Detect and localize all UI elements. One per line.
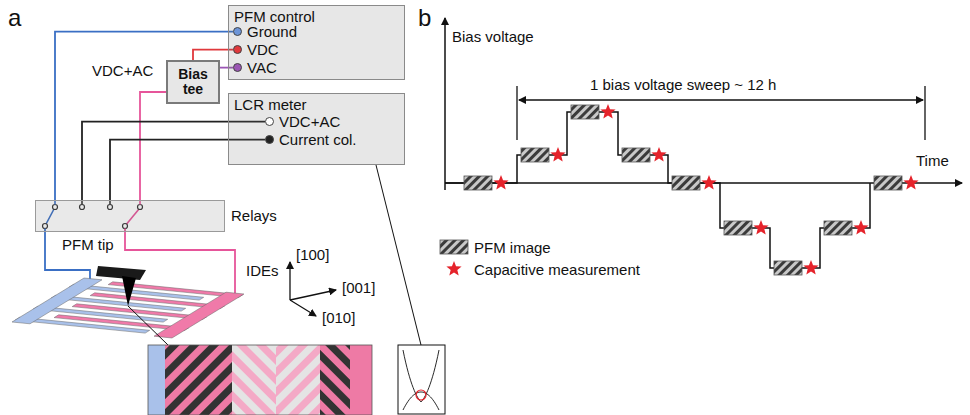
pfm-image-mark — [824, 221, 852, 235]
box-title: Relays — [231, 207, 277, 224]
bias-tee-box: Bias tee — [166, 60, 220, 104]
pfm-image-mark — [774, 261, 802, 275]
domain-strip — [148, 345, 372, 415]
cv-inset — [398, 345, 445, 414]
duration-note: 1 bias voltage sweep ~ 12 h — [590, 76, 776, 93]
wire — [193, 50, 233, 60]
capacitive-mark — [903, 175, 918, 189]
capacitive-mark — [753, 220, 768, 234]
pfm-image-mark — [521, 148, 549, 162]
capacitive-mark — [493, 175, 508, 189]
terminal-name: VAC — [247, 59, 277, 76]
sweep-bracket — [517, 86, 925, 140]
terminal: Current col. — [265, 131, 357, 148]
legend-item: PFM image — [438, 238, 551, 256]
terminal: VDC — [233, 41, 279, 58]
capacitive-mark — [701, 175, 716, 189]
pfm-image-mark — [464, 176, 492, 190]
terminal-dot — [233, 27, 242, 36]
capacitive-mark — [651, 147, 666, 161]
signal-wire — [125, 229, 235, 294]
pfm-image-mark — [622, 148, 650, 162]
zoom-leader — [376, 165, 421, 345]
terminal-dot — [265, 135, 274, 144]
terminal: VAC — [233, 59, 277, 76]
pfm-cantilever — [96, 266, 146, 306]
pfm-image-mark — [571, 105, 599, 119]
electrode — [12, 278, 102, 324]
terminal: Ground — [233, 23, 297, 40]
legend-text: PFM image — [474, 239, 551, 256]
box-title: PFM control — [234, 8, 315, 25]
terminal-name: VDC — [247, 41, 279, 58]
axis-title: Bias voltage — [452, 28, 534, 45]
panel-letter: a — [8, 4, 21, 32]
terminal: VDC+AC — [265, 113, 340, 130]
terminal-dot — [233, 45, 242, 54]
capacitive-mark — [550, 147, 565, 161]
zoom-leader — [128, 306, 168, 345]
axis-title: Time — [916, 152, 949, 169]
legend-hatch-sample — [438, 238, 470, 256]
part-name: PFM tip — [62, 236, 114, 253]
terminal-name: Ground — [247, 23, 297, 40]
capacitive-mark — [803, 260, 818, 274]
signal-name: VDC+AC — [92, 62, 153, 79]
panel-letter: b — [418, 4, 431, 32]
electrode — [154, 292, 244, 338]
legend-star-sample — [438, 260, 470, 278]
legend-item: Capacitive measurement — [438, 260, 640, 278]
legend-text: Capacitive measurement — [474, 261, 640, 278]
box-title: Bias tee — [172, 67, 214, 98]
pfm-image-mark — [874, 176, 902, 190]
instrument-box: LCR meterVDC+ACCurrent col. — [228, 93, 405, 165]
instrument-box: PFM controlGroundVDCVAC — [228, 5, 405, 80]
capacitive-mark — [600, 104, 615, 118]
terminal-dot — [265, 117, 274, 126]
relay-box: Relays — [35, 200, 225, 232]
terminal-dot — [233, 63, 242, 72]
terminal-name: Current col. — [279, 131, 357, 148]
measurement-steps — [464, 104, 919, 275]
axis-label: [010] — [322, 309, 355, 326]
part-name: IDEs — [246, 262, 279, 279]
bias-time-axes — [445, 18, 962, 268]
axis-label: [001] — [342, 279, 375, 296]
wire — [140, 92, 166, 200]
terminal-name: VDC+AC — [279, 113, 340, 130]
pfm-image-mark — [724, 221, 752, 235]
axis-label: [100] — [296, 246, 329, 263]
capacitive-mark — [853, 220, 868, 234]
crystal-axes — [290, 262, 336, 316]
box-title: LCR meter — [234, 96, 307, 113]
pfm-image-mark — [672, 176, 700, 190]
